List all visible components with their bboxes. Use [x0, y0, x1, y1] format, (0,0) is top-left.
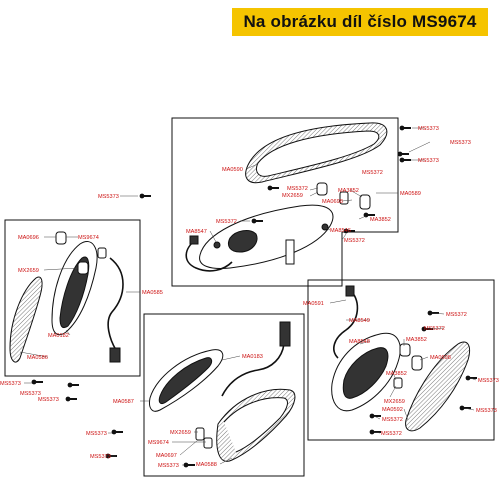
- label-ms5372: MS5372: [382, 417, 403, 423]
- label-ma0590: MA0590: [222, 167, 243, 173]
- label-ma0182: MA0182: [48, 333, 69, 339]
- label-ma0183: MA0183: [242, 354, 263, 360]
- label-ma0588: MA0588: [196, 462, 217, 468]
- part-number-banner: Na obrázku díl číslo MS9674: [232, 8, 488, 36]
- label-ms5372: MS5372: [424, 326, 445, 332]
- label-ma0696: MA0696: [18, 235, 39, 241]
- label-ma3852: MA3852: [386, 371, 407, 377]
- label-ms5372: MS5372: [344, 238, 365, 244]
- label-ma0698: MA0698: [430, 355, 451, 361]
- label-ms5373: MS5373: [20, 391, 41, 397]
- label-ma3852: MA3852: [406, 337, 427, 343]
- label-ma8549: MA8549: [349, 318, 370, 324]
- label-ms5373: MS5373: [38, 397, 59, 403]
- label-ma0587: MA0587: [113, 399, 134, 405]
- label-ma0585: MA0585: [142, 290, 163, 296]
- banner-text: Na obrázku díl číslo MS9674: [243, 12, 477, 31]
- label-ms5373: MS5373: [98, 194, 119, 200]
- label-mx2659: MX2659: [282, 193, 303, 199]
- label-ma0591: MA0591: [303, 301, 324, 307]
- label-ms5373: MS5373: [450, 140, 471, 146]
- label-ma0586: MA0586: [27, 355, 48, 361]
- assembly-box-top: [139, 117, 411, 287]
- label-ms5373: MS5373: [418, 158, 439, 164]
- label-ms5372: MS5372: [446, 312, 467, 318]
- label-ma8548: MA8548: [349, 339, 370, 345]
- label-ms5372: MS5372: [287, 186, 308, 192]
- label-ms5373: MS5373: [158, 463, 179, 469]
- label-mx2659: MX2659: [170, 430, 191, 436]
- part-labels: MS5373 MS5373 MS5373 MA0590 MS5372 MX265…: [0, 126, 499, 469]
- label-ms5373: MS5373: [476, 408, 497, 414]
- label-ms5373: MS5373: [90, 454, 111, 460]
- label-ma8547: MA8547: [186, 229, 207, 235]
- label-ms5372: MS5372: [381, 431, 402, 437]
- label-ma3852: MA3852: [338, 188, 359, 194]
- label-ms5373: MS5373: [478, 378, 499, 384]
- label-ma0592: MA0592: [382, 407, 403, 413]
- label-ms5372: MS5372: [216, 219, 237, 225]
- label-ma8546: MA8546: [330, 228, 351, 234]
- assembly-box-bottom: [105, 313, 305, 477]
- label-ms5373: MS5373: [418, 126, 439, 132]
- label-ms5372: MS5372: [362, 170, 383, 176]
- label-mx2659: MX2659: [18, 268, 39, 274]
- label-mx2659: MX2659: [384, 399, 405, 405]
- label-ma3852: MA3852: [370, 217, 391, 223]
- label-ms9674: MS9674: [148, 440, 169, 446]
- label-ma0697: MA0697: [156, 453, 177, 459]
- label-ms5373: MS5373: [0, 381, 21, 387]
- assembly-box-right: [307, 279, 495, 441]
- leader-lines: [19, 127, 477, 466]
- label-ma0698: MA0698: [322, 199, 343, 205]
- assembly-box-left: [4, 219, 141, 402]
- label-ms9674: MS9674: [78, 235, 99, 241]
- label-ma0589: MA0589: [400, 191, 421, 197]
- label-ms5373: MS5373: [86, 431, 107, 437]
